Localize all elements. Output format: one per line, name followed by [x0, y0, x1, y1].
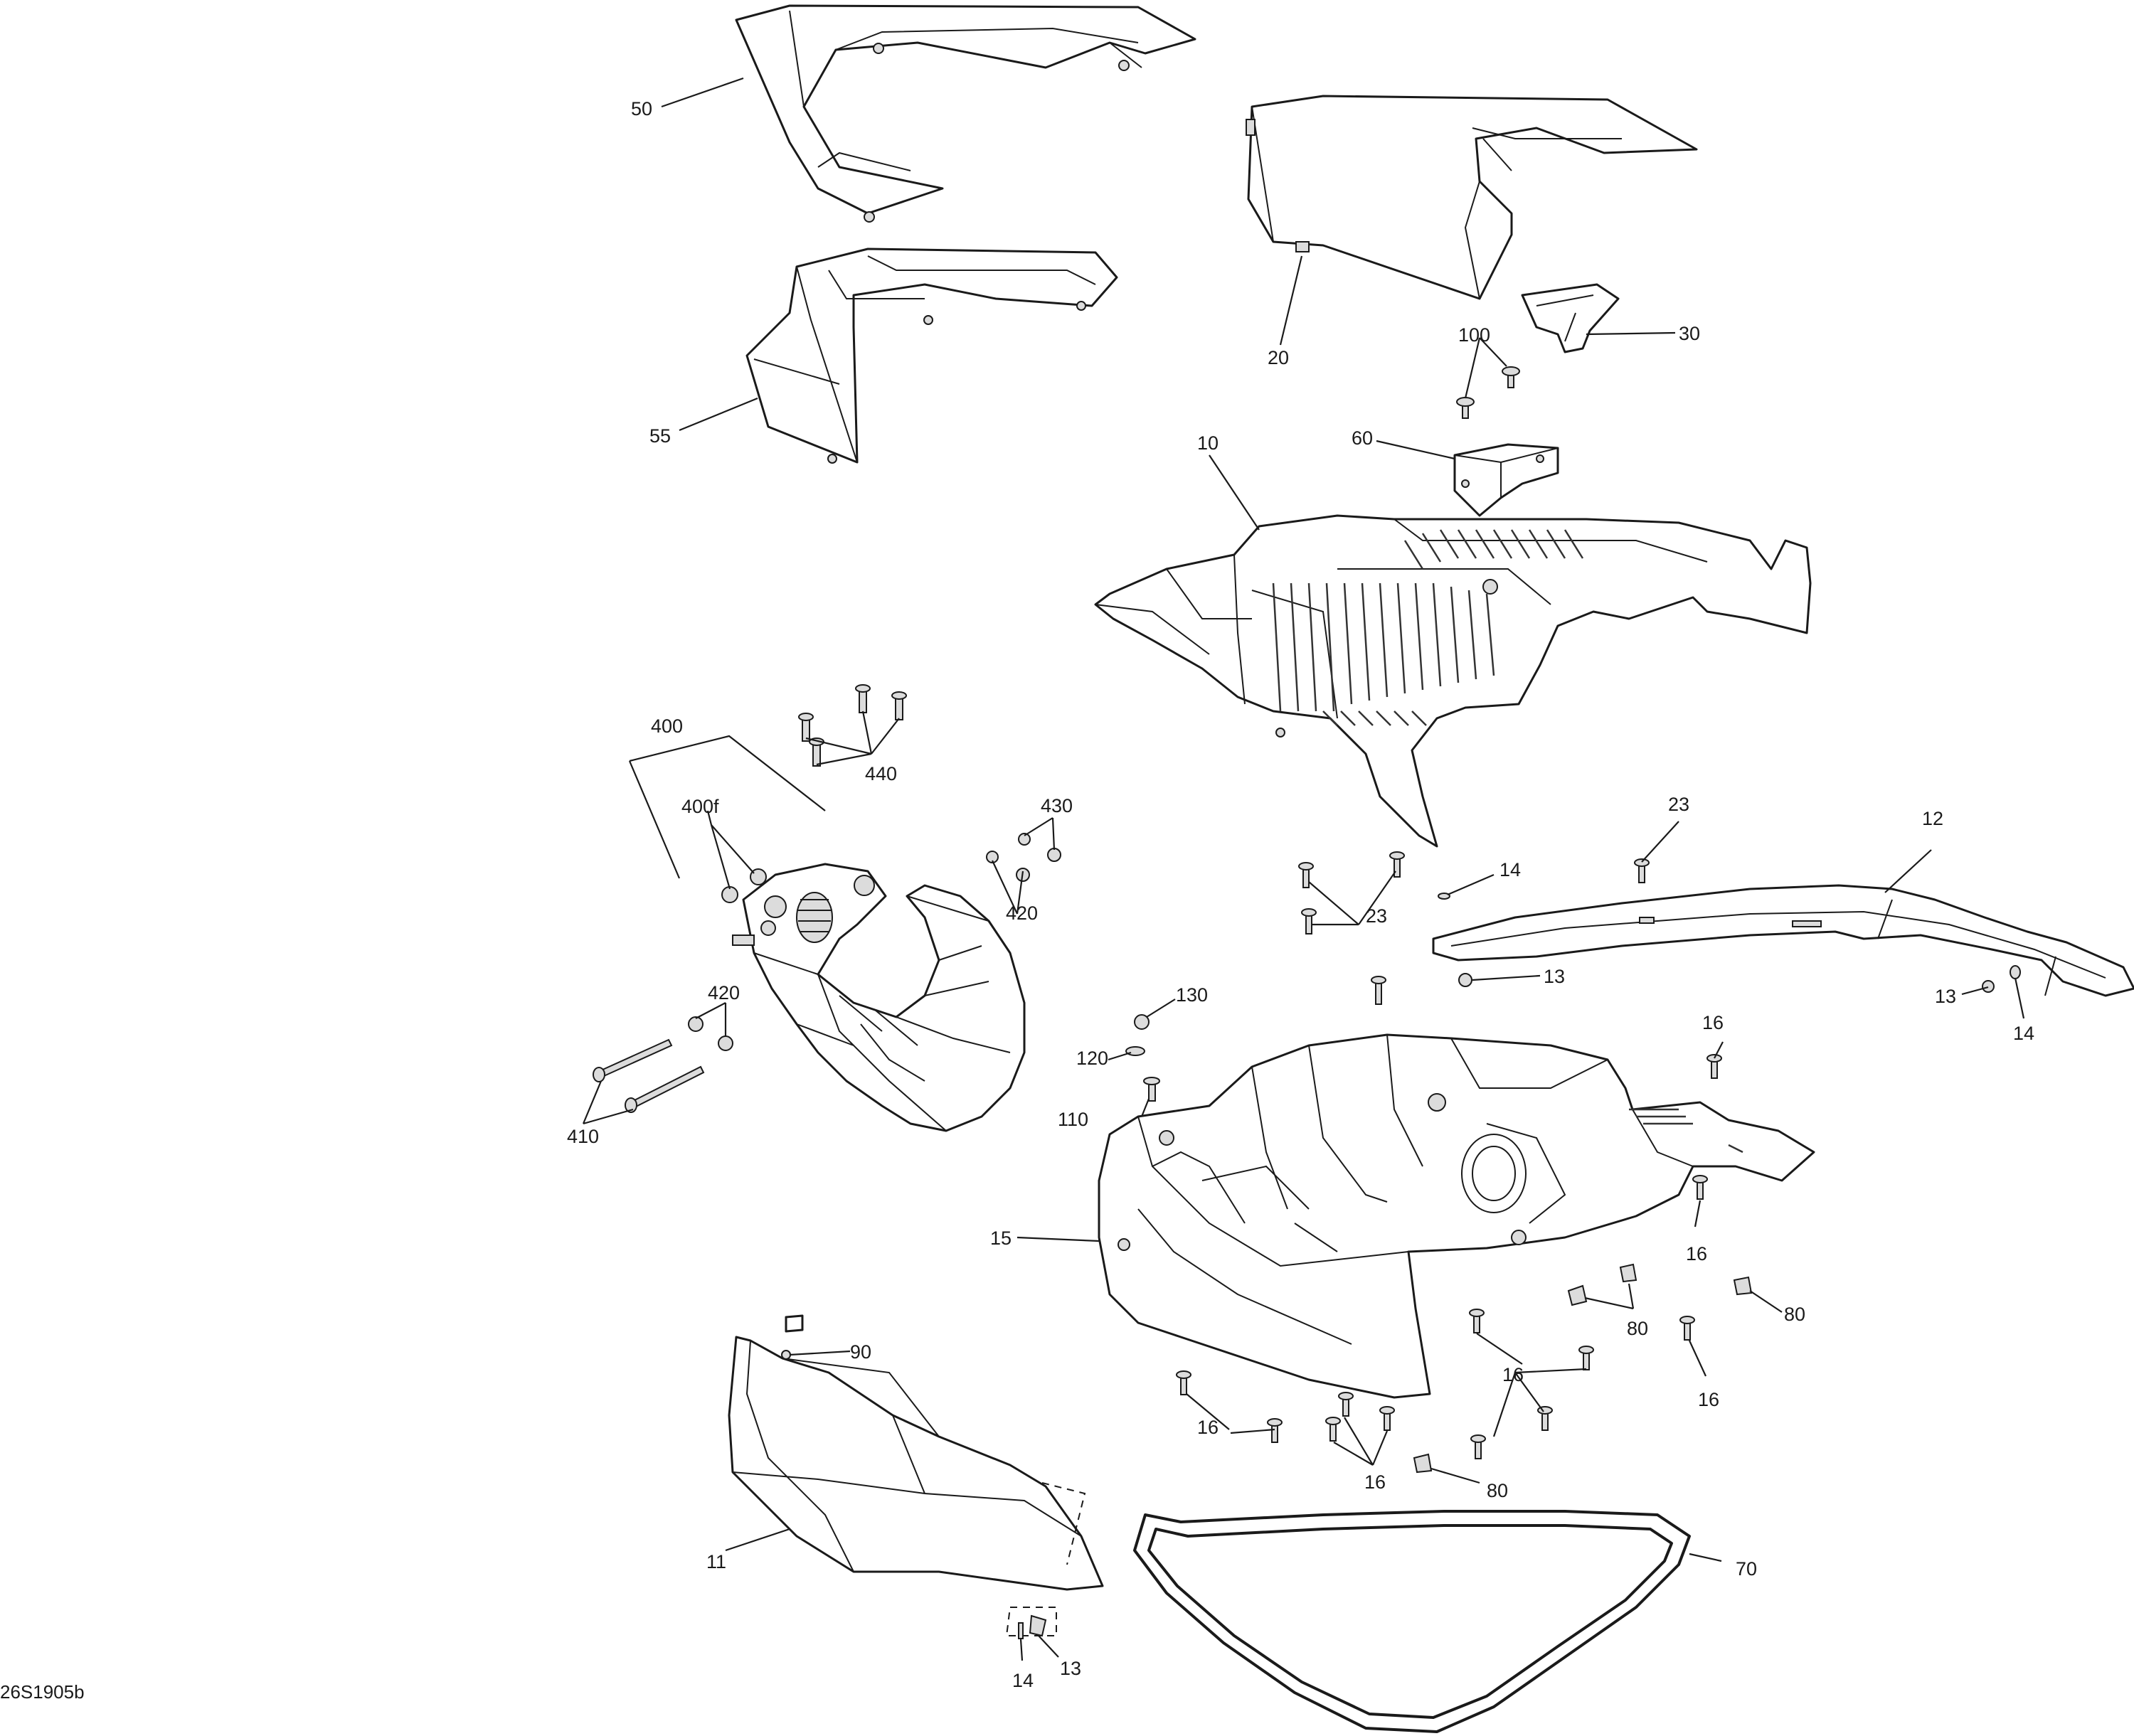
- callout-23-upper: 23: [1668, 794, 1689, 815]
- part-70-gasket: [1133, 1510, 1691, 1733]
- callout-440: 440: [865, 763, 897, 784]
- callout-13-bottom: 13: [1060, 1658, 1081, 1679]
- part-110-130-hardware: [1125, 1014, 1160, 1102]
- part-14-13-small-hardware: [1018, 1614, 1047, 1639]
- part-30-clip: [1521, 283, 1620, 353]
- callout-80-bottom: 80: [1487, 1480, 1508, 1501]
- part-16-screws: [1176, 1054, 1722, 1459]
- callout-16-center: 16: [1502, 1364, 1524, 1385]
- callout-14-left: 14: [1499, 859, 1521, 880]
- part-80-clips: [1413, 1263, 1753, 1474]
- part-400-bracket-assembly: [732, 863, 1026, 1132]
- callout-13-left: 13: [1544, 966, 1565, 987]
- callout-labels: 50 55 20 30 100 60 10 400 440 400f 430 4…: [567, 98, 2034, 1691]
- callout-50: 50: [631, 98, 652, 119]
- callout-400: 400: [651, 715, 683, 737]
- callout-130: 130: [1176, 984, 1208, 1006]
- callout-55: 55: [649, 425, 671, 447]
- part-100-screws: [1456, 366, 1520, 419]
- callout-110: 110: [1058, 1109, 1088, 1130]
- part-20-cover: [1246, 95, 1698, 300]
- part-15-lower-housing: [1098, 1033, 1815, 1399]
- callout-16-left: 16: [1197, 1417, 1219, 1438]
- callout-15: 15: [990, 1228, 1012, 1249]
- callout-430: 430: [1041, 795, 1073, 816]
- callout-80-center: 80: [1627, 1318, 1648, 1339]
- callout-400f: 400f: [681, 796, 719, 817]
- callout-14-bottom: 14: [1012, 1670, 1034, 1691]
- callout-80-right: 80: [1784, 1304, 1805, 1325]
- callout-90: 90: [850, 1341, 871, 1363]
- part-12-side-rail: [1432, 884, 2134, 997]
- callout-16-bottom: 16: [1364, 1471, 1386, 1493]
- callout-16-top: 16: [1702, 1012, 1724, 1033]
- part-23-screws: [1298, 851, 2021, 1005]
- callout-30: 30: [1679, 323, 1700, 344]
- callout-16-mid: 16: [1686, 1243, 1707, 1264]
- callout-420-lower: 420: [708, 982, 740, 1003]
- callout-100: 100: [1458, 324, 1490, 346]
- callout-410: 410: [567, 1126, 599, 1147]
- leader-lines: [582, 77, 2025, 1661]
- callout-23-left: 23: [1366, 905, 1387, 927]
- part-60-bracket: [1453, 443, 1559, 517]
- reference-code: 26S1905b: [0, 1681, 85, 1703]
- callout-70: 70: [1736, 1558, 1757, 1580]
- part-430-420-hardware: [986, 833, 1061, 882]
- part-410-bolts: [593, 1016, 733, 1113]
- part-55-lower-cover: [745, 247, 1118, 464]
- callout-420-upper: 420: [1006, 902, 1038, 924]
- callout-14-right: 14: [2013, 1023, 2034, 1044]
- callout-12: 12: [1922, 808, 1943, 829]
- callout-60: 60: [1352, 427, 1373, 449]
- callout-11: 11: [706, 1551, 726, 1572]
- part-11-bottom-panel: [728, 1314, 1104, 1591]
- callout-10: 10: [1197, 432, 1219, 454]
- callout-13-right: 13: [1935, 986, 1956, 1007]
- part-10-main-body: [1094, 514, 1812, 848]
- callout-20: 20: [1268, 347, 1289, 368]
- part-50-upper-cover: [735, 4, 1196, 223]
- part-11-dashed-bracket: [1005, 1482, 1086, 1636]
- callout-120: 120: [1076, 1048, 1108, 1069]
- callout-16-right: 16: [1698, 1389, 1719, 1410]
- part-440-screws: [798, 684, 907, 767]
